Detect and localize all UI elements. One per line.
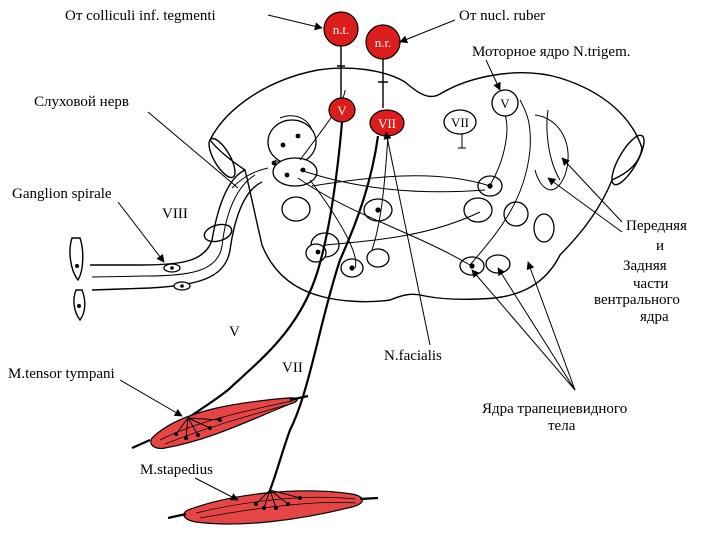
ganglion-dot-2 bbox=[180, 284, 184, 288]
label-front-6: ядра bbox=[640, 309, 669, 325]
label-trapezoid-2: тела bbox=[548, 418, 576, 434]
label-stapedius: M.stapedius bbox=[140, 462, 213, 478]
label-front-4: части bbox=[633, 276, 668, 292]
arrow-facialis bbox=[383, 131, 431, 346]
nucleus-vii-red-label: VII bbox=[378, 116, 396, 131]
cochlear-nucleus-dorsal bbox=[267, 119, 317, 165]
arrow-front-2 bbox=[547, 177, 623, 233]
label-vii-nerve: VII bbox=[282, 360, 303, 376]
nerve-endings-tensor-dots bbox=[174, 418, 222, 440]
fiber-right-up bbox=[469, 99, 531, 266]
nucleus-vii-white-label: VII bbox=[451, 115, 469, 130]
arrow-tensor bbox=[119, 379, 183, 417]
ganglion-dot-1 bbox=[170, 266, 174, 270]
muscle-fibers bbox=[159, 400, 357, 519]
label-v-nerve: V bbox=[229, 324, 240, 340]
nerve-endings-tensor bbox=[175, 417, 221, 439]
arrow-front-1 bbox=[561, 157, 623, 223]
right-cut bbox=[611, 134, 645, 186]
label-motor-trigem: Моторное ядро N.trigem. bbox=[472, 44, 631, 60]
olive-right bbox=[463, 197, 493, 223]
label-viii: VIII bbox=[162, 206, 188, 222]
label-colliculi: От colliculi inf. tegmenti bbox=[65, 8, 216, 24]
label-tensor: M.tensor tympani bbox=[8, 366, 115, 382]
label-front-3: Задняя bbox=[623, 258, 667, 274]
tendon-tensor-right bbox=[289, 394, 309, 402]
inner-fold-right bbox=[534, 114, 569, 191]
arrow-colliculi bbox=[267, 14, 323, 31]
right-blob-3 bbox=[533, 213, 555, 243]
nucleus-nt-label: n.t. bbox=[333, 22, 350, 37]
inner-fold-right2 bbox=[546, 109, 561, 181]
v-nerve-line bbox=[187, 121, 344, 419]
label-ganglion: Ganglion spirale bbox=[12, 186, 112, 202]
label-n-facialis: N.facialis bbox=[384, 348, 442, 364]
auditory-nerve-upper bbox=[90, 169, 246, 266]
fiber-1 bbox=[299, 169, 486, 193]
fiber-2 bbox=[297, 177, 471, 266]
hair-cell-2 bbox=[73, 289, 86, 322]
arrow-motor-trigem bbox=[485, 59, 501, 91]
nucleus-v-red-label: V bbox=[337, 103, 347, 118]
brainstem-outline bbox=[209, 67, 643, 303]
nucleus-v-white bbox=[491, 89, 519, 117]
nucleus-nr-label: n.r. bbox=[375, 35, 392, 50]
line-nr-to-vii bbox=[378, 59, 388, 108]
arrow-ruber bbox=[399, 19, 456, 44]
auditory-nerve-mid bbox=[91, 174, 256, 278]
nucleus-vii-white bbox=[443, 109, 477, 135]
m-stapedius bbox=[183, 490, 364, 525]
arrow-trapezoid-1 bbox=[471, 269, 576, 391]
fiber-lateral-right bbox=[489, 114, 508, 186]
auditory-nerve-fiber bbox=[231, 167, 269, 189]
center-blob bbox=[366, 248, 390, 268]
left-blob-1 bbox=[281, 196, 311, 222]
right-blob-2 bbox=[503, 201, 529, 227]
arrow-stapedius bbox=[194, 477, 239, 501]
arrow-ganglion bbox=[117, 201, 165, 263]
tendon-stapedius-right bbox=[359, 496, 379, 501]
label-auditory-nerve: Слуховой нерв bbox=[34, 94, 129, 110]
left-cut bbox=[208, 137, 236, 179]
cochlear-nucleus-ventral bbox=[272, 157, 318, 187]
viii-ring bbox=[203, 223, 233, 243]
nerve-endings-stapedius bbox=[255, 489, 301, 509]
vii-white-tick bbox=[458, 134, 466, 149]
auditory-nerve-lower bbox=[91, 181, 263, 291]
vii-nerve-line bbox=[268, 135, 380, 491]
tendon-stapedius-left bbox=[167, 512, 187, 520]
arrow-trapezoid-3 bbox=[526, 261, 576, 391]
hair-cell-1 bbox=[69, 237, 84, 282]
vii-nerve-line-2 bbox=[371, 135, 389, 251]
neuron-dots bbox=[271, 133, 493, 271]
label-ruber: От nucl. ruber bbox=[459, 8, 545, 24]
line-nt-to-v bbox=[337, 46, 345, 100]
nerve-endings-stapedius-dots bbox=[254, 496, 302, 510]
label-trapezoid-1: Ядра трапециевидного bbox=[482, 401, 627, 417]
arrow-auditory bbox=[147, 111, 239, 189]
hair-cell-dot-2 bbox=[77, 304, 81, 308]
nucleus-v-white-label: V bbox=[500, 96, 510, 111]
label-front-5: вентрального bbox=[594, 292, 680, 308]
fiber-3 bbox=[309, 179, 357, 269]
label-front-1: Передняя bbox=[626, 218, 687, 234]
arrow-trapezoid-2 bbox=[497, 267, 576, 391]
trapezoid-nucleus-right2 bbox=[485, 254, 511, 274]
fiber-4 bbox=[324, 211, 481, 246]
tendon-tensor-left bbox=[131, 438, 151, 450]
hair-cell-dot-1 bbox=[75, 264, 79, 268]
label-front-2: и bbox=[656, 238, 664, 254]
